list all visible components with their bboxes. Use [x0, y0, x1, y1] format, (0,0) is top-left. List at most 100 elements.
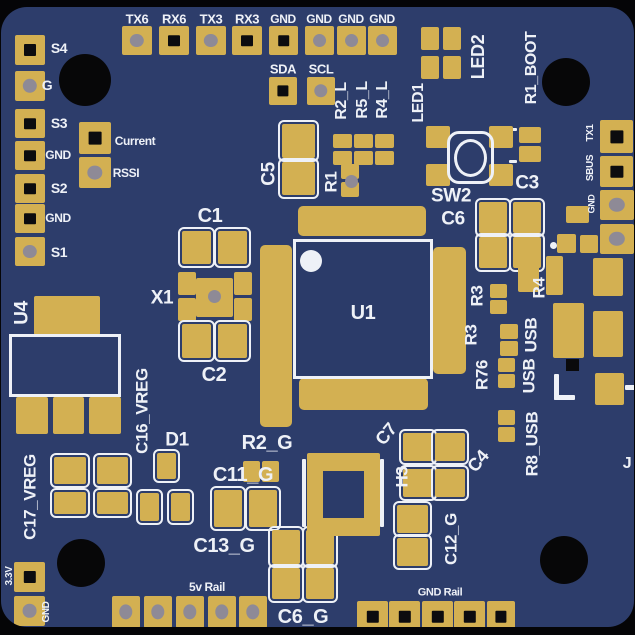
- resistor-pad: [375, 134, 394, 148]
- pad-drill-hole: [608, 197, 626, 213]
- label-s1: S1: [50, 244, 68, 260]
- label-rx6: RX6: [161, 11, 187, 27]
- pad-drill-hole: [129, 33, 145, 48]
- pad-drill-hole: [215, 604, 229, 620]
- pad-gnd: [600, 190, 634, 220]
- via: [345, 175, 358, 188]
- label-gnd-top-3: GND: [338, 12, 364, 26]
- pad-drill-hole: [24, 44, 36, 56]
- c6g-pad: [268, 564, 304, 603]
- label-c13-g: C13_G: [193, 535, 255, 557]
- label-d1: D1: [165, 429, 189, 451]
- r1-boot-pad: [519, 127, 541, 143]
- c4-pad: [431, 429, 469, 465]
- pad-gnd-rail: [422, 601, 453, 627]
- c16-pad: [50, 453, 90, 488]
- pad-drill-hole: [431, 610, 444, 623]
- pad-drill-hole: [277, 85, 289, 97]
- pad-drill-hole: [608, 231, 626, 247]
- label-rssi: RSSI: [112, 166, 140, 180]
- c12-pad: [393, 534, 432, 570]
- pad-drill-hole: [314, 84, 328, 98]
- led2-pad: [421, 27, 439, 50]
- label-gnd-partial: G: [41, 77, 53, 93]
- label-rx3: RX3: [234, 11, 260, 27]
- smd-pad: [518, 261, 539, 292]
- label-scl: SCL: [308, 61, 334, 77]
- pad-5v-rail: [208, 596, 236, 627]
- c1-pad: [214, 227, 251, 268]
- resistor-pad: [500, 341, 518, 356]
- label-s2: S2: [50, 180, 68, 196]
- pad-drill-hole: [24, 182, 36, 195]
- c6g-pad: [268, 526, 304, 568]
- label-r76: R76: [472, 360, 492, 390]
- label-u4: U4: [11, 301, 33, 325]
- label-gnd-top-2: GND: [306, 12, 332, 26]
- label-c1: C1: [197, 205, 223, 227]
- pad-s2: [15, 174, 45, 203]
- pad-gnd: [15, 141, 45, 170]
- silkscreen-mark: [625, 385, 634, 390]
- u1-right-pad-strip: [433, 247, 466, 374]
- label-tx6: TX6: [125, 11, 149, 27]
- label-gnd-right: GND: [586, 194, 597, 214]
- label-led1: LED1: [410, 83, 427, 123]
- smd-pad: [557, 234, 576, 253]
- c11-pad: [210, 486, 246, 531]
- pad-rx6: [159, 26, 189, 55]
- c3-pad: [509, 198, 545, 237]
- resistor-pad: [500, 324, 518, 339]
- sw2-button-outline: [447, 131, 494, 184]
- label-c6-g: C6_G: [277, 606, 329, 627]
- u1-left-pad-strip: [260, 245, 292, 427]
- label-c5: C5: [258, 162, 280, 186]
- pad-gnd-rail: [389, 601, 420, 627]
- pad-aux: [600, 224, 634, 254]
- label-gnd-rail: GND Rail: [417, 586, 463, 599]
- pad-gnd-rail: [357, 601, 388, 627]
- pad-sbus: [600, 156, 633, 187]
- label-r4-right: R4: [529, 277, 549, 299]
- label-r2-g: R2_G: [241, 432, 293, 454]
- pad-current: [79, 122, 111, 154]
- pad-drill-hole: [495, 610, 507, 623]
- pad-gnd: [368, 26, 397, 55]
- pad-drill-hole: [312, 33, 327, 48]
- pad-drill-hole: [168, 34, 180, 47]
- pad-drill-hole: [24, 117, 36, 130]
- r2g-pad: [243, 461, 260, 482]
- pad-drill-hole: [22, 78, 38, 94]
- pad-s4: [15, 35, 45, 65]
- c7-pad: [399, 465, 437, 501]
- c1-pad: [178, 227, 215, 268]
- c5-pad: [278, 120, 319, 162]
- pad-tx6: [122, 26, 152, 55]
- label-r5-l: R5_L: [354, 81, 371, 119]
- usb-pad: [593, 311, 623, 357]
- pad-5v-rail: [144, 596, 172, 627]
- led1-pad: [443, 56, 461, 79]
- pad-gnd-rail: [487, 601, 515, 627]
- label-r3-b: R3: [461, 324, 481, 346]
- label-gnd-top-1: GND: [270, 12, 296, 26]
- pad-gnd: [15, 204, 45, 233]
- u4-leg-pad: [16, 397, 48, 434]
- resistor-pad: [375, 151, 394, 165]
- pad-rssi: [79, 157, 111, 188]
- resistor-pad: [498, 427, 515, 442]
- pad-drill-hole: [609, 129, 624, 144]
- c17-pad: [50, 488, 90, 518]
- label-c12-g: C12_G: [441, 513, 461, 565]
- silkscreen-mark: [509, 160, 517, 163]
- sw2-pad: [489, 164, 513, 186]
- pad-drill-hole: [87, 165, 103, 180]
- u1-body: [293, 239, 433, 379]
- pad-drill-hole: [609, 165, 624, 178]
- label-c3: C3: [515, 172, 539, 194]
- mounting-hole: [542, 58, 590, 106]
- pad-drill-hole: [183, 604, 197, 620]
- r2g-pad: [262, 461, 279, 482]
- usb-pad: [595, 373, 624, 405]
